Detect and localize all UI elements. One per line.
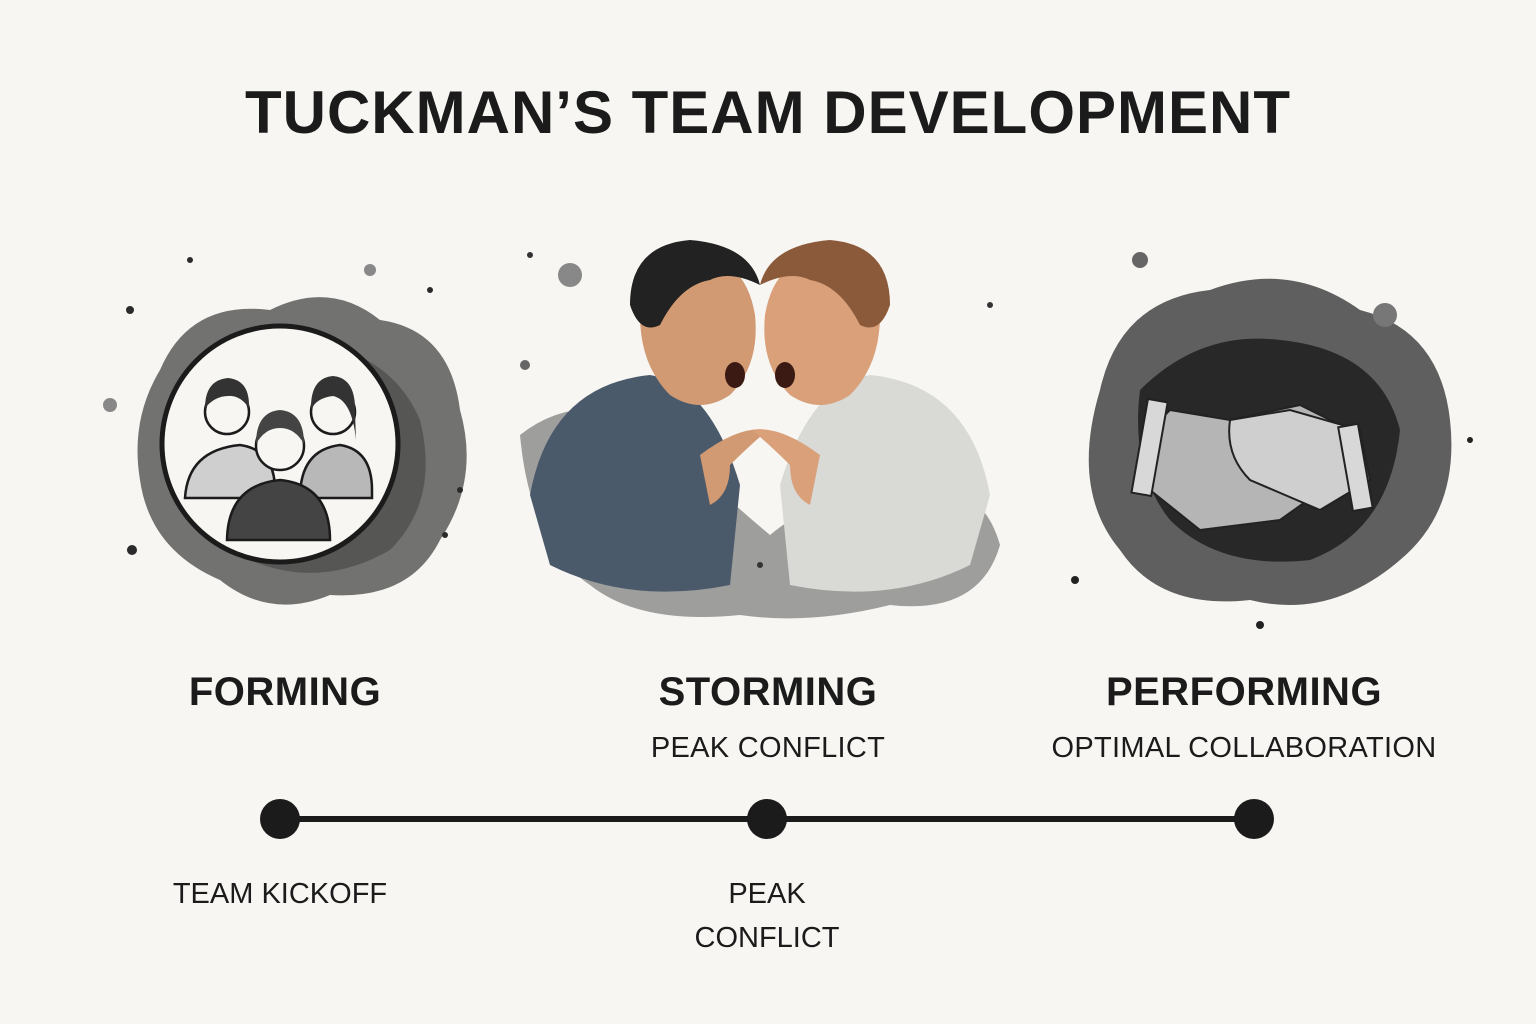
milestone-team-kickoff: TEAM KICKOFF [172,878,388,910]
stage-storming-subtitle: PEAK CONFLICT [650,732,886,764]
handshake-illustration [1071,252,1473,629]
timeline-node-storming [747,799,787,839]
milestone-peak-conflict-line1: PEAK [728,878,806,910]
stage-forming-title: FORMING [188,670,382,714]
stage-storming-title: STORMING [658,670,878,714]
timeline-node-performing [1234,799,1274,839]
page-title: TUCKMAN’S TEAM DEVELOPMENT [245,79,1291,146]
milestone-peak-conflict-line2: CONFLICT [694,922,840,954]
team-group-icon [103,257,467,605]
stage-performing-subtitle: OPTIMAL COLLABORATION [1051,732,1437,764]
timeline-node-forming [260,799,300,839]
milestone-peak-conflict: PEAK CONFLICT [617,872,917,960]
arguing-men-illustration [520,240,1000,619]
stage-performing-title: PERFORMING [1105,670,1383,714]
